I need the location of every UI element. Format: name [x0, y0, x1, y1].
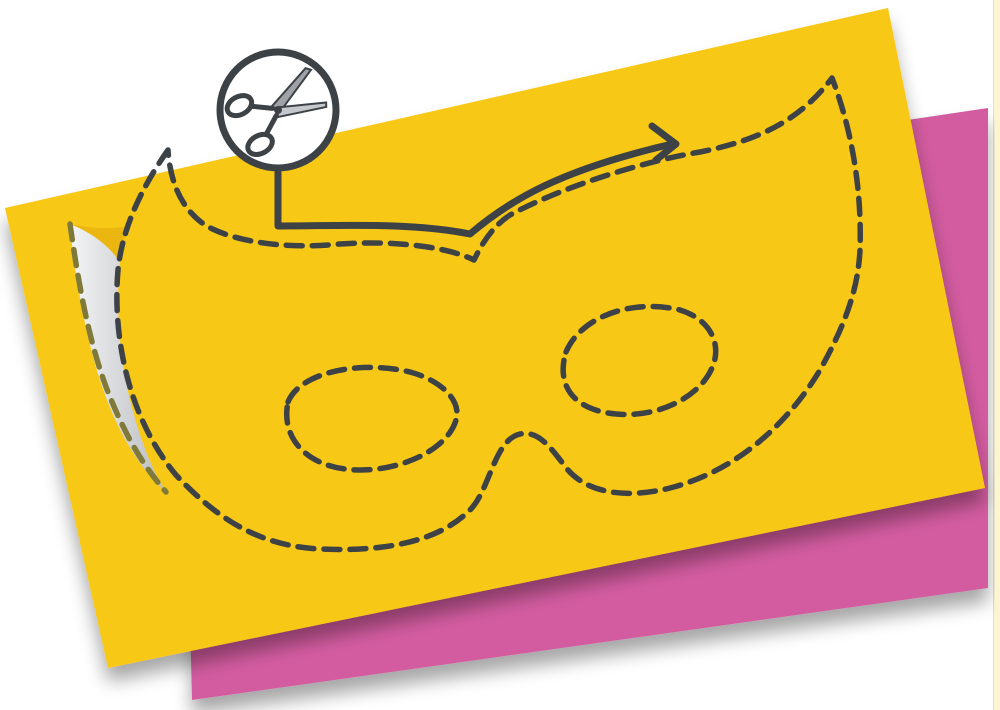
scissors-icon: [220, 52, 336, 168]
